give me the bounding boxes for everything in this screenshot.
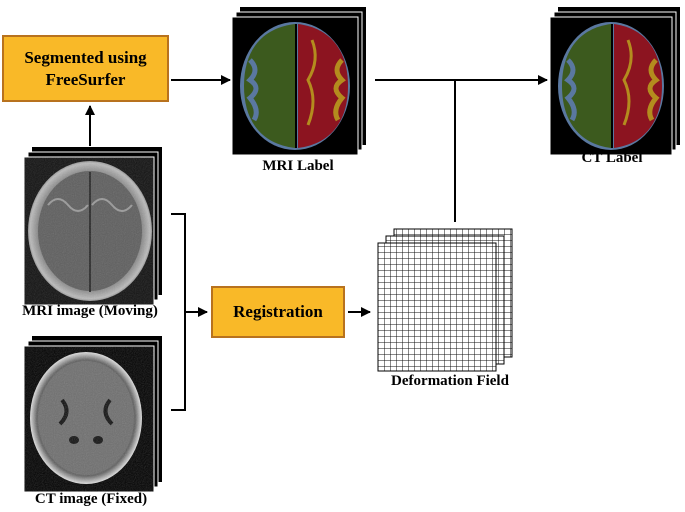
segmented-freesurfer-box: Segmented using FreeSurfer bbox=[2, 35, 169, 102]
mri-label-caption: MRI Label bbox=[262, 158, 334, 174]
registration-text: Registration bbox=[233, 302, 323, 321]
ct-image bbox=[23, 336, 162, 493]
ct-label-image bbox=[549, 7, 680, 156]
mri-label-image bbox=[231, 7, 366, 156]
ct-label-caption: CT Label bbox=[581, 150, 643, 166]
ct-image-caption: CT image (Fixed) bbox=[34, 491, 148, 507]
deformation-field-caption: Deformation Field bbox=[391, 373, 509, 389]
segmented-freesurfer-text: Segmented using FreeSurfer bbox=[24, 47, 147, 89]
mri-image bbox=[23, 147, 162, 306]
mri-image-caption: MRI image (Moving) bbox=[22, 303, 158, 319]
registration-box: Registration bbox=[211, 286, 345, 338]
deformation-field-image bbox=[377, 228, 513, 372]
